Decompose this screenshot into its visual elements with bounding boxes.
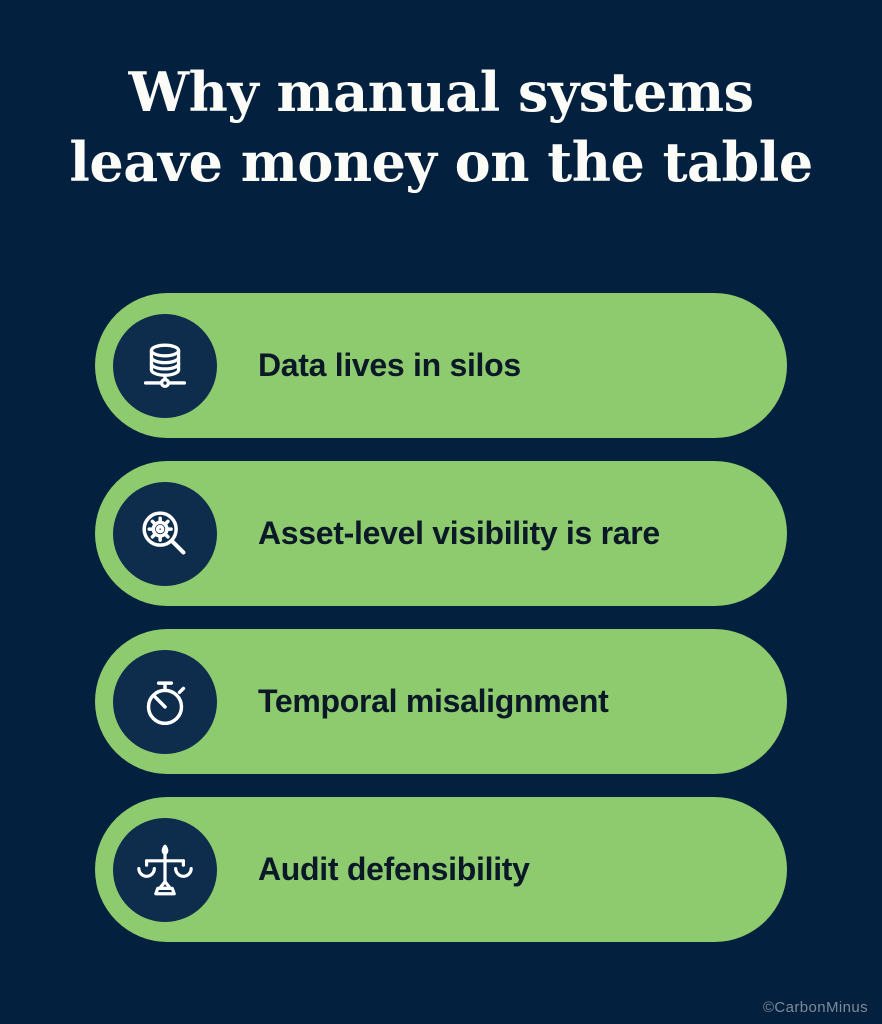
list-item-temporal-misalignment: Temporal misalignment [95, 629, 787, 774]
list-item-audit-defensibility: Audit defensibility [95, 797, 787, 942]
gear-magnifier-icon [113, 481, 217, 586]
list-item-label: Asset-level visibility is rare [258, 515, 660, 551]
database-network-icon [113, 313, 217, 418]
page-title: Why manual systems leave money on the ta… [0, 57, 882, 197]
list-item-label: Temporal misalignment [258, 683, 609, 719]
page-title-line-2: leave money on the table [69, 130, 813, 194]
list-item-label: Audit defensibility [258, 851, 530, 887]
list-item-data-silos: Data lives in silos [95, 293, 787, 438]
balance-scales-icon [113, 817, 217, 922]
page-title-line-1: Why manual systems [128, 60, 754, 124]
reason-list: Data lives in silos [95, 293, 787, 942]
stopwatch-icon [113, 649, 217, 754]
list-item-asset-visibility: Asset-level visibility is rare [95, 461, 787, 606]
copyright-watermark: ©CarbonMinus [762, 999, 868, 1016]
list-item-label: Data lives in silos [258, 347, 521, 383]
